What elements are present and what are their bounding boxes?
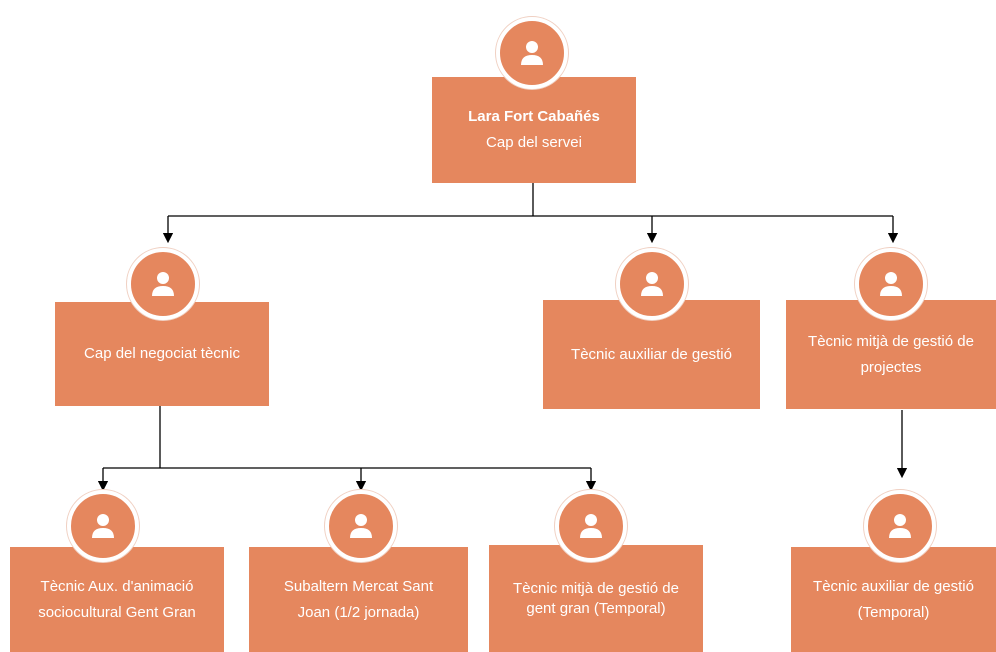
person-icon <box>580 514 602 538</box>
avatar-negociat <box>127 248 199 320</box>
node-aux-gestio-role: Tècnic auxiliar de gestió <box>571 345 732 363</box>
avatar-mitja-gent-gran <box>555 490 627 562</box>
person-icon <box>152 272 174 296</box>
node-aux-animacio: Tècnic Aux. d'animació sociocultural Gen… <box>10 547 224 652</box>
avatar-aux-animacio <box>67 490 139 562</box>
person-icon <box>92 514 114 538</box>
node-root: Lara Fort Cabañés Cap del servei <box>432 77 636 183</box>
node-mitja-gent-gran: Tècnic mitjà de gestió de gent gran (Tem… <box>489 545 703 652</box>
person-icon <box>641 272 663 296</box>
node-aux-gestio-temp-role: Tècnic auxiliar de gestió (Temporal) <box>813 577 974 621</box>
node-root-role: Cap del servei <box>486 134 582 151</box>
node-aux-gestio-temp: Tècnic auxiliar de gestió (Temporal) <box>791 547 996 652</box>
avatar-subaltern <box>325 490 397 562</box>
node-subaltern: Subaltern Mercat Sant Joan (1/2 jornada) <box>249 547 468 652</box>
avatar-mitja-projectes <box>855 248 927 320</box>
person-icon <box>521 41 543 65</box>
node-mitja-gent-gran-role: Tècnic mitjà de gestió de gent gran (Tem… <box>513 579 679 617</box>
person-icon <box>889 514 911 538</box>
node-root-name: Lara Fort Cabañés <box>468 108 600 125</box>
avatar-root <box>496 17 568 89</box>
person-icon <box>350 514 372 538</box>
avatar-aux-gestio-temp <box>864 490 936 562</box>
node-subaltern-role: Subaltern Mercat Sant Joan (1/2 jornada) <box>283 577 434 621</box>
avatar-aux-gestio <box>616 248 688 320</box>
person-icon <box>880 272 902 296</box>
node-aux-animacio-role: Tècnic Aux. d'animació sociocultural Gen… <box>38 577 196 621</box>
node-mitja-projectes-role: Tècnic mitjà de gestió de projectes <box>808 332 974 376</box>
node-negociat-role: Cap del negociat tècnic <box>84 345 240 362</box>
